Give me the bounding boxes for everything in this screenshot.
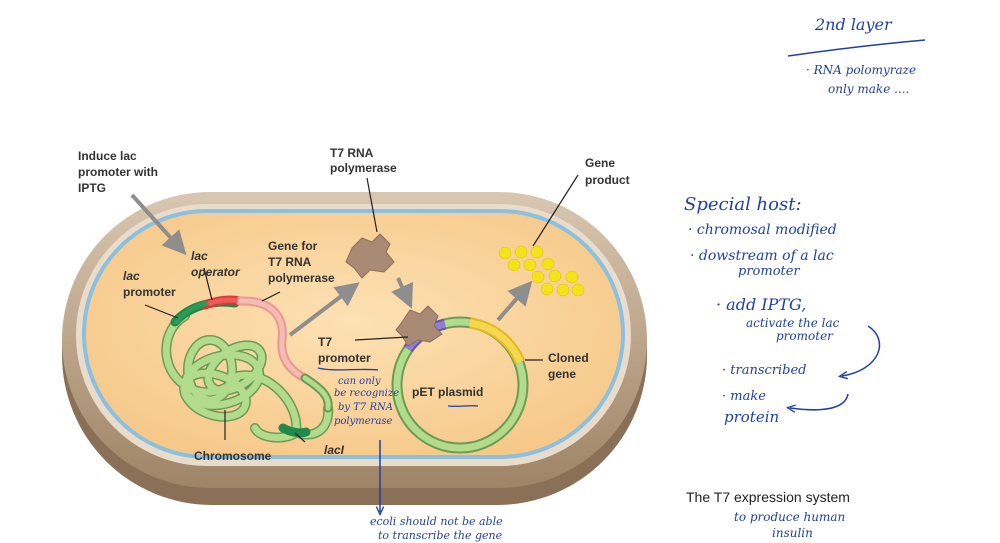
hw-host-7: · transcribed <box>722 363 807 378</box>
hw-layer-underline <box>787 39 926 57</box>
hw-plasmid-underline <box>447 405 479 407</box>
t7-rna-label-2: polymerase <box>330 161 397 175</box>
hw-host-9: protein <box>724 408 779 426</box>
pet-plasmid-label: pET plasmid <box>412 385 483 399</box>
t7-rna-label-1: T7 RNA <box>330 146 374 160</box>
hw-t7-underline <box>317 367 379 371</box>
hw-host-title: Special host: <box>684 194 802 215</box>
handwritten-annotations: 2nd layer · RNA polomyraze only make ...… <box>317 15 926 542</box>
iptg-arrow <box>130 193 187 256</box>
hw-t7-note-1: can only <box>338 376 381 387</box>
gene-for-label-2: T7 RNA <box>268 255 312 269</box>
t7-promoter-label-1: T7 <box>318 335 332 349</box>
induce-label-1: Induce lac <box>78 149 137 163</box>
lac-promoter-label-2: promoter <box>123 285 176 299</box>
hw-layer-2: only make .... <box>828 82 909 96</box>
laci-label: lacI <box>324 443 345 457</box>
t7-promoter-label-2: promoter <box>318 351 371 365</box>
hw-arrow-2 <box>790 393 849 410</box>
hw-t7-note-3: by T7 RNA <box>338 402 393 413</box>
hw-host-4: · add IPTG, <box>716 295 806 314</box>
hw-caption-2: insulin <box>772 526 813 540</box>
gene-product <box>498 245 585 297</box>
hw-caption-1: to produce human <box>734 510 845 524</box>
lac-operator-label-2: operator <box>191 265 241 279</box>
lac-region-strand <box>170 295 333 438</box>
cloned-gene-label-1: Cloned <box>548 351 589 365</box>
hw-ecoli-2: to transcribe the gene <box>378 529 503 542</box>
gene-product-label-1: Gene <box>585 156 615 170</box>
laci-segment <box>278 423 311 438</box>
hw-ecoli-1: ecoli should not be able <box>370 515 503 528</box>
printed-labels: Induce lac promoter with IPTG T7 RNA pol… <box>78 146 850 505</box>
hw-host-2: · dowstream of a lac <box>690 248 834 264</box>
induce-label-3: IPTG <box>78 181 106 195</box>
chromosome <box>161 295 334 443</box>
product-arrow <box>496 280 533 322</box>
binding-arrow <box>391 277 413 309</box>
lac-operator-label-1: lac <box>191 249 208 263</box>
bacterial-cell <box>62 192 647 505</box>
t7-polymerase-bound <box>395 305 443 347</box>
leader-lines <box>144 174 579 443</box>
process-arrows <box>130 193 533 337</box>
gene-product-label-2: product <box>585 173 630 187</box>
hw-layer-title: 2nd layer <box>814 15 893 34</box>
cloned-gene-label-2: gene <box>548 367 576 381</box>
svg-text:Induce lac: Induce lac <box>78 149 137 163</box>
gene-for-label-1: Gene for <box>268 239 318 253</box>
hw-layer-1: · RNA polomyraze <box>806 63 916 77</box>
hw-arrow-1 <box>842 325 881 376</box>
gene-for-label-3: polymerase <box>268 271 335 285</box>
hw-t7-note-4: polymerase <box>334 416 393 427</box>
hw-host-3: promoter <box>738 264 800 279</box>
expression-arrow <box>288 282 360 337</box>
hw-host-6: promoter <box>776 329 834 343</box>
chromosome-label: Chromosome <box>194 449 272 463</box>
hw-host-5: activate the lac <box>746 316 840 330</box>
lac-promoter-label-1: lac <box>123 269 140 283</box>
hw-host-8: · make <box>722 389 766 404</box>
induce-label-2: promoter with <box>78 165 158 179</box>
figure-caption: The T7 expression system <box>686 489 850 505</box>
hw-host-1: · chromosal modified <box>688 222 837 238</box>
hw-t7-note-2: be recognize <box>334 388 399 399</box>
t7-polymerase-free <box>345 233 395 279</box>
